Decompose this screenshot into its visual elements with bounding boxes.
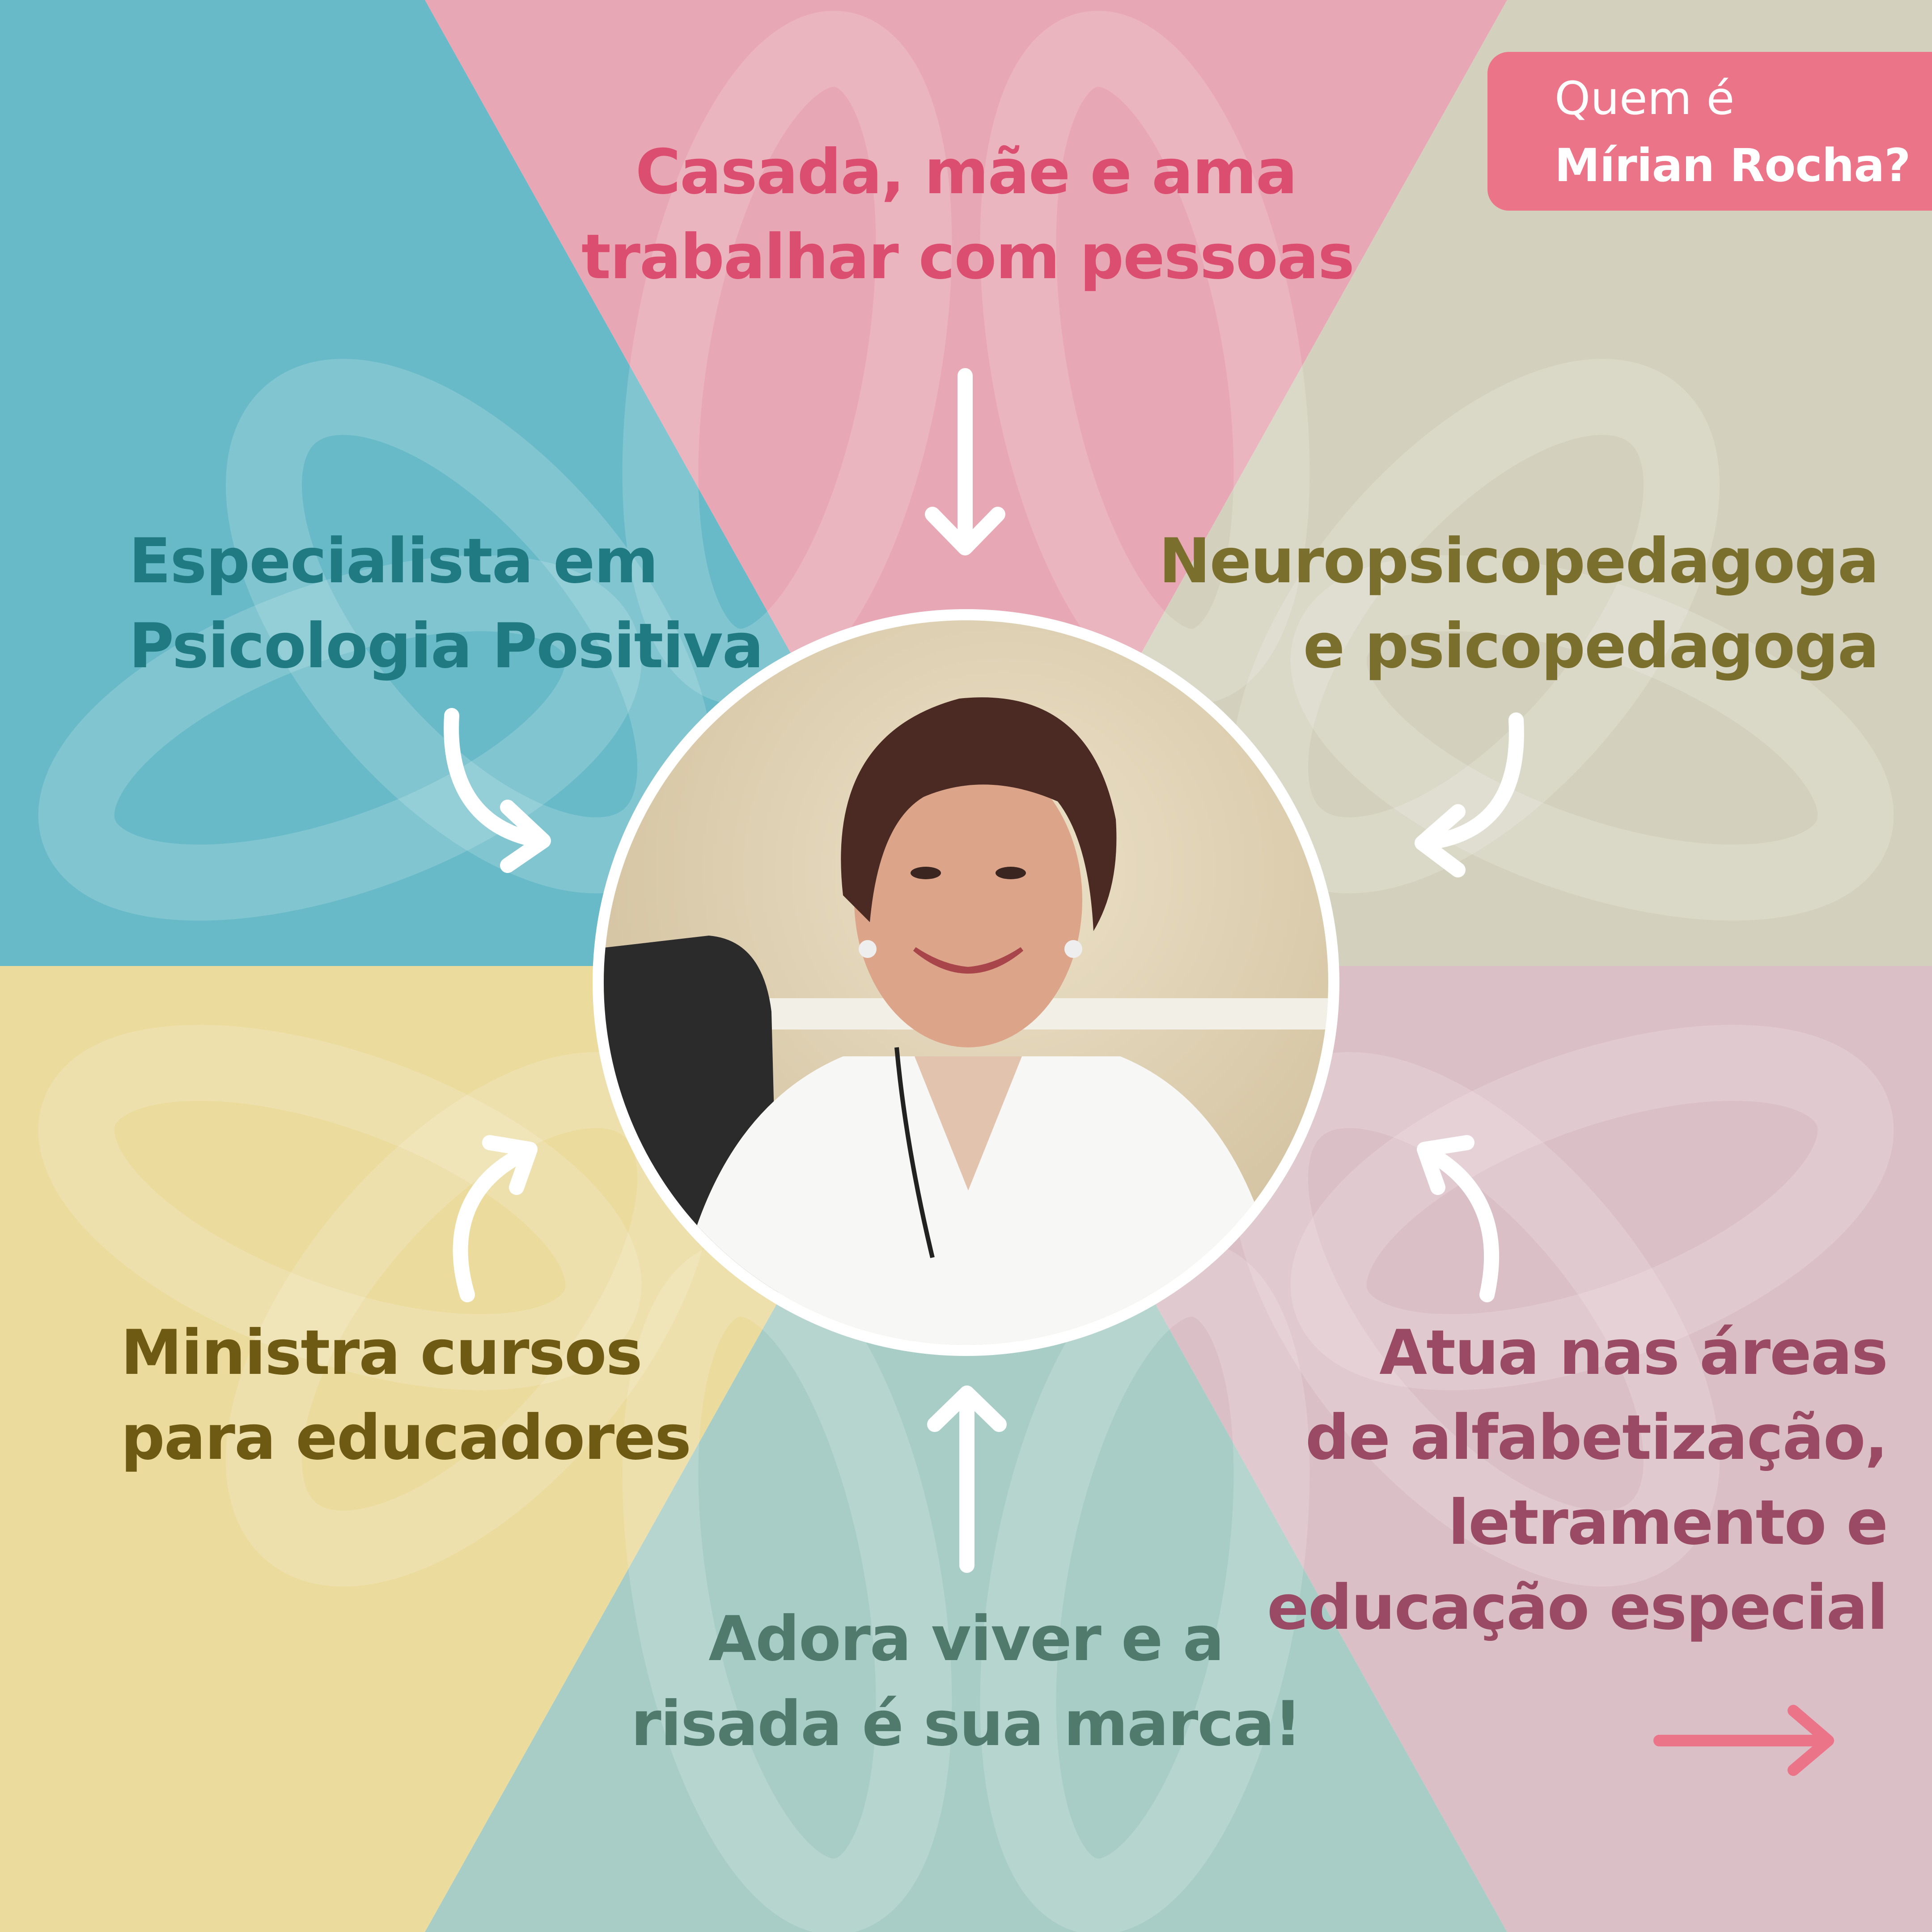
petal-shape	[1290, 1025, 1894, 1390]
trait-left-line: Especialista em	[129, 525, 658, 597]
trait-bottom-line: Adora viver e a	[708, 1603, 1224, 1675]
trait-left-line: Psicologia Positiva	[129, 610, 764, 682]
petal-shape	[38, 555, 642, 921]
petal-shape	[980, 11, 1310, 705]
trait-top-line: trabalhar com pessoas	[581, 221, 1355, 293]
trait-bottom-left: Ministra cursos para educadores	[121, 1310, 792, 1480]
trait-right-line: Neuropsicopedagoga	[1159, 525, 1879, 597]
curved-arrow-icon	[453, 1135, 538, 1302]
petal-shape	[38, 1025, 642, 1390]
curved-arrow-icon	[1417, 1135, 1499, 1302]
trait-right-line: e psicopedagoga	[1303, 610, 1879, 682]
trait-top: Casada, mãe e ama trabalhar com pessoas	[581, 130, 1355, 300]
petal-shape	[980, 1241, 1310, 1932]
arrow-down-icon	[925, 368, 1005, 555]
pointer-arrows	[444, 368, 1524, 1573]
trait-bottom-line: risada é sua marca!	[631, 1688, 1302, 1760]
curved-arrow-icon	[444, 708, 551, 873]
trait-bottom-right: Atua nas áreas de alfabetização, letrame…	[1234, 1310, 1888, 1650]
trait-left: Especialista em Psicologia Positiva	[129, 519, 800, 689]
trait-bottom-right-line: de alfabetização,	[1305, 1402, 1888, 1474]
trait-bottom-left-line: para educadores	[121, 1402, 691, 1474]
arrow-right-icon[interactable]	[1650, 1699, 1838, 1780]
trait-bottom-right-line: educação especial	[1267, 1572, 1888, 1644]
petal-shape	[1290, 555, 1894, 921]
trait-bottom: Adora viver e a risada é sua marca!	[604, 1597, 1328, 1767]
trait-right: Neuropsicopedagoga e psicopedagoga	[1145, 519, 1879, 689]
portrait-image	[604, 620, 1328, 1345]
title-badge: Quem é Mírian Rocha?	[1487, 52, 1932, 211]
trait-bottom-right-line: Atua nas áreas	[1379, 1317, 1888, 1389]
trait-bottom-left-line: Ministra cursos	[121, 1317, 643, 1389]
badge-line-1: Quem é	[1555, 72, 1735, 125]
badge-line-2: Mírian Rocha?	[1555, 139, 1911, 192]
curved-arrow-icon	[1415, 712, 1524, 877]
petal-shape	[622, 11, 952, 705]
arrow-up-icon	[927, 1385, 1007, 1573]
trait-top-line: Casada, mãe e ama	[635, 136, 1297, 208]
trait-bottom-right-line: letramento e	[1448, 1487, 1888, 1559]
petal-shape	[622, 1241, 952, 1932]
portrait-photo	[593, 609, 1339, 1356]
